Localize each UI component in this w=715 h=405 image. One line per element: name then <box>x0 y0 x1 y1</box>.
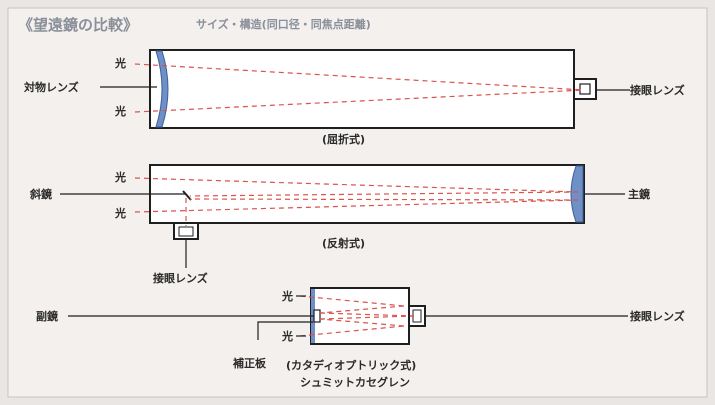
catadioptric-tube <box>310 287 410 345</box>
refractor-ray-top <box>134 63 585 91</box>
refractor-light-bottom-label: 光 <box>114 104 126 118</box>
diagonal-mirror-icon <box>182 190 192 201</box>
reflector-ray-return-bottom <box>189 198 579 201</box>
catadioptric-eyepiece-lens <box>412 309 422 323</box>
corrector-plate-label: 補正板 <box>232 356 267 370</box>
refractor-eyepiece-label: 接眼レンズ <box>630 83 685 97</box>
refractor-telescope: 光 光 対物レンズ 接眼レンズ (屈折式) <box>23 49 685 146</box>
reflector-caption: (反射式) <box>322 236 365 250</box>
objective-lens-label: 対物レンズ <box>23 80 79 94</box>
secondary-mirror-icon <box>313 309 321 323</box>
cata-ray-5 <box>319 312 415 317</box>
reflector-eyepiece-label: 接眼レンズ <box>153 271 208 285</box>
catadioptric-eyepiece-label: 接眼レンズ <box>630 309 685 323</box>
secondary-mirror-label: 副鏡 <box>36 309 58 323</box>
catadioptric-caption-line2: シュミットカセグレン <box>300 375 410 389</box>
primary-mirror-icon <box>570 165 584 223</box>
catadioptric-telescope: 光 光 副鏡 接眼レンズ 補正板 (カタディオプトリック式) シュミットカセグレ… <box>36 287 685 389</box>
corrector-leader-line <box>257 321 313 340</box>
reflector-eyepiece-lens <box>178 226 194 237</box>
cata-ray-6 <box>319 315 415 320</box>
primary-mirror-label: 主鏡 <box>628 187 650 201</box>
refractor-ray-bottom <box>134 89 585 113</box>
reflector-ray-return-top <box>189 191 579 197</box>
cata-light-top-label: 光 <box>281 289 293 303</box>
catadioptric-caption-line1: (カタディオプトリック式) <box>286 358 416 372</box>
cata-light-bottom-label: 光 <box>281 329 293 343</box>
diagram-subtitle: サイズ・構造(同口径・同焦点距離) <box>196 17 371 31</box>
diagram-title: 《望遠鏡の比較》 <box>18 16 138 34</box>
reflector-light-top-label: 光 <box>114 170 126 184</box>
diagonal-mirror-label: 斜鏡 <box>29 187 52 201</box>
refractor-caption: (屈折式) <box>322 132 365 146</box>
refractor-eyepiece-lens <box>579 83 591 95</box>
refractor-light-top-label: 光 <box>114 56 126 70</box>
objective-lens-icon <box>155 50 169 128</box>
refractor-tube <box>149 49 575 129</box>
reflector-telescope: 光 光 斜鏡 主鏡 接眼レンズ (反射式) <box>29 164 650 285</box>
reflector-light-bottom-label: 光 <box>114 206 126 220</box>
reflector-ray-top <box>134 177 579 193</box>
reflector-ray-bottom <box>134 199 579 213</box>
